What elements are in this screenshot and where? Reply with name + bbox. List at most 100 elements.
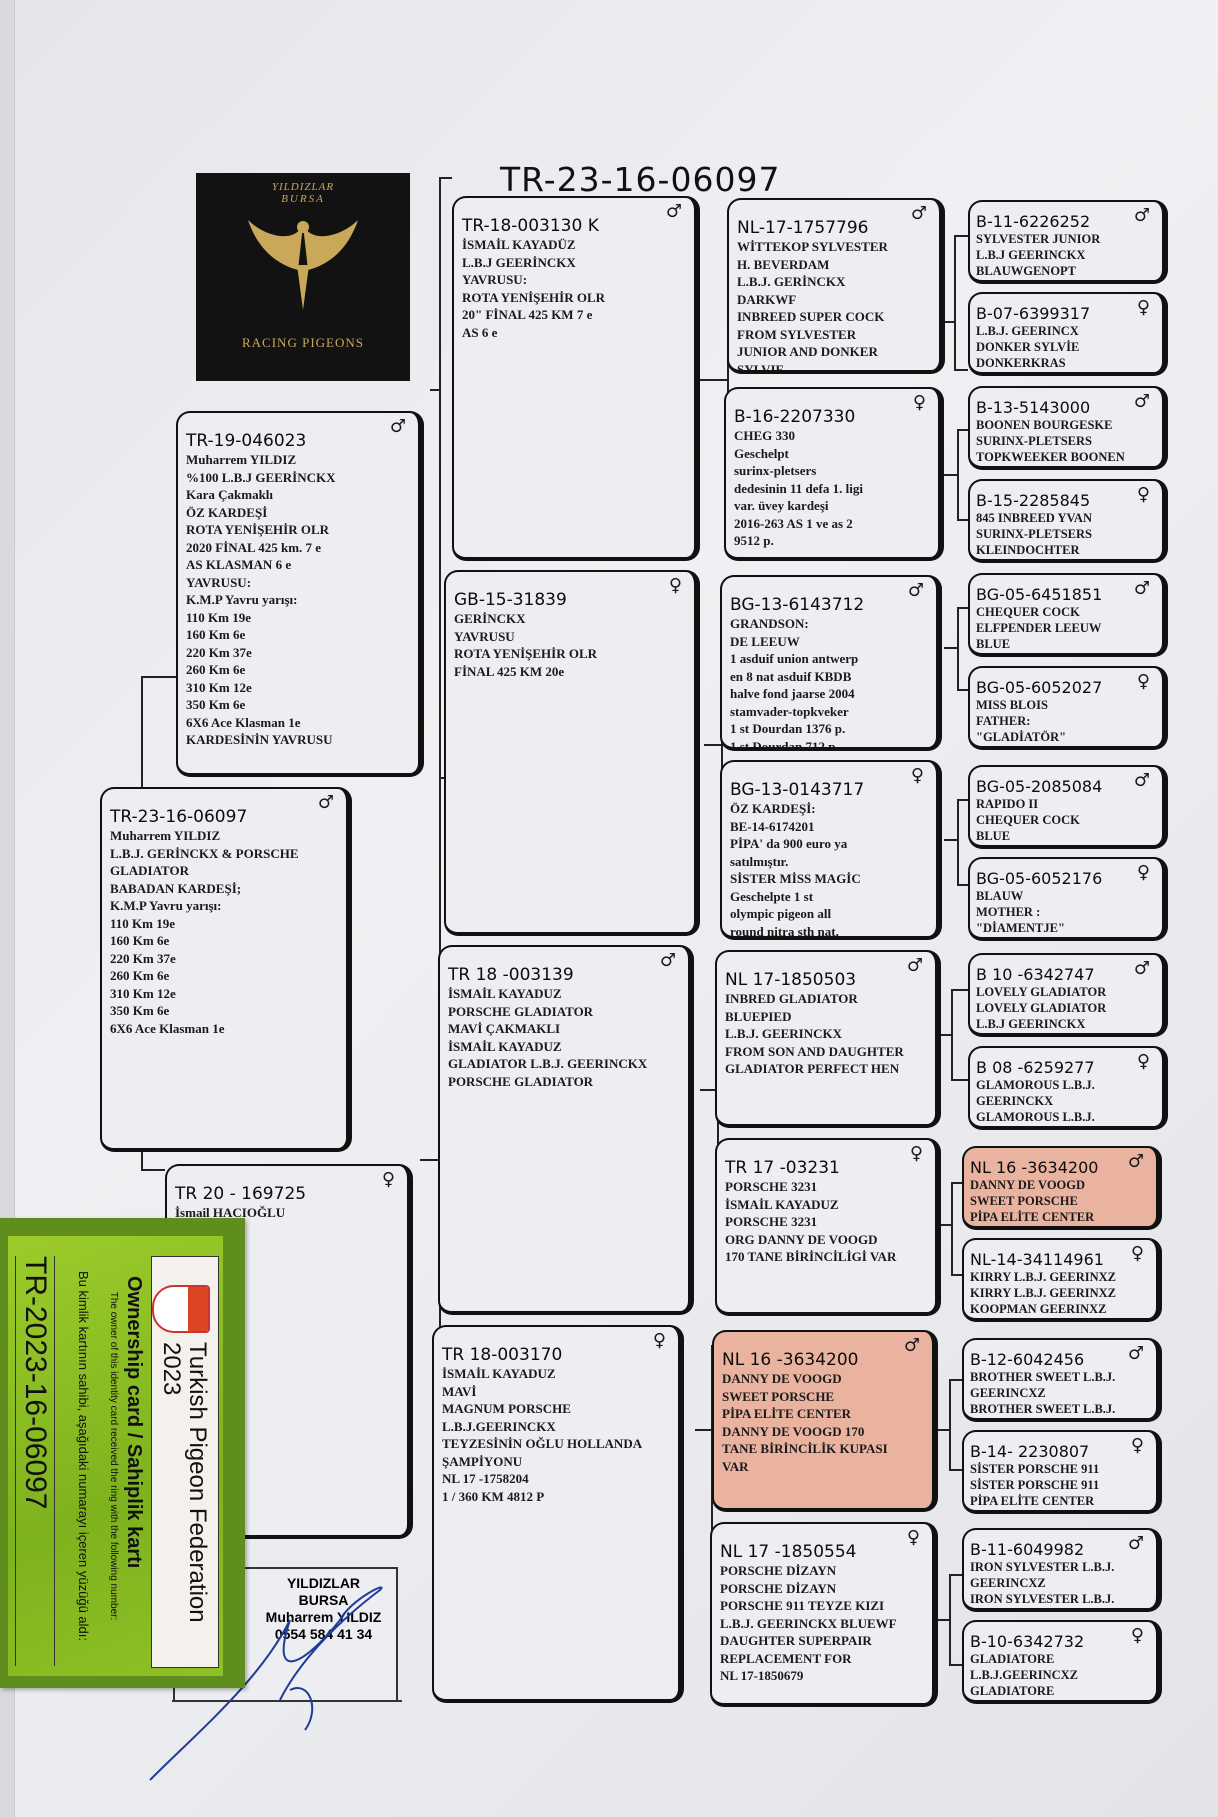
- pigeon-info-line: SİSTER PORSCHE 911: [970, 1478, 1100, 1492]
- ring-number: NL 16 -3634200: [970, 1158, 1099, 1177]
- ring-number: B-11-6226252: [976, 212, 1091, 231]
- pigeon-info-line: ÖZ KARDEŞİ: [186, 504, 268, 520]
- pigeon-info-line: DAUGHTER SUPERPAIR: [720, 1633, 872, 1648]
- female-symbol-icon: ♀: [1136, 1051, 1150, 1072]
- pigeon-info-line: SİSTER PORSCHE 911: [970, 1462, 1100, 1476]
- pigeon-info-line: VAR: [722, 1458, 749, 1474]
- pigeon-info-line: ORG DANNY DE VOOGD: [725, 1231, 878, 1247]
- pigeon-info-line: "DİAMENTJE": [976, 921, 1065, 935]
- male-symbol-icon: ♂: [1133, 578, 1150, 599]
- pigeon-info-line: İsmail HACIOĞLU: [175, 1205, 286, 1220]
- pigeon-info-line: 260 Km 6e: [110, 968, 170, 983]
- pigeon-info-line: ELFPENDER LEEUW: [976, 621, 1102, 635]
- pigeon-info-line: ROTA YENİŞEHİR OLR: [462, 289, 606, 305]
- ring-number: BG-05-6451851: [976, 585, 1103, 604]
- pigeon-info-line: KIRRY L.B.J. GEERINXZ: [970, 1270, 1116, 1284]
- female-symbol-icon: ♀: [906, 1527, 920, 1548]
- pigeon-info-line: 2020 FİNAL 425 km. 7 e: [186, 539, 322, 555]
- pigeon-info-line: dedesinin 11 defa 1. ligi: [734, 480, 863, 496]
- pigeon-info-line: ŞAMPİYONU: [442, 1453, 523, 1469]
- pigeon-info-line: GERİNCKX: [454, 611, 526, 626]
- pigeon-info-line: GEERINCXZ: [970, 1386, 1046, 1400]
- ring-number: B-10-6342732: [970, 1632, 1085, 1651]
- male-symbol-icon: ♂: [659, 950, 676, 971]
- pigeon-info-line: YAVRUSU:: [462, 272, 528, 287]
- pigeon-info-line: 6X6 Ace Klasman 1e: [110, 1020, 225, 1036]
- pigeon-info-line: BABADAN KARDEŞİ;: [110, 880, 242, 896]
- card-org: Turkish Pigeon Federation 2023: [158, 1342, 211, 1623]
- ring-number: B-13-5143000: [976, 398, 1091, 417]
- pigeon-info-line: DARKWF: [737, 291, 797, 307]
- pigeon-info-line: 110 Km 19e: [110, 915, 175, 931]
- pigeon-info-line: TANE BİRİNCİLİK KUPASI: [722, 1441, 888, 1456]
- logo-text-3: RACING PIGEONS: [242, 335, 364, 350]
- pigeon-info-line: TOPKWEEKER BOONEN: [976, 450, 1125, 464]
- female-symbol-icon: ♀: [381, 1169, 395, 1190]
- pigeon-info-line: İSMAİL KAYADUZ: [725, 1196, 839, 1212]
- pigeon-info-line: SURINX-PLETSERS: [976, 434, 1093, 448]
- pigeon-info-line: GLADIATOR L.B.J. GEERINCKX: [448, 1056, 648, 1071]
- pigeon-info-line: PORSCHE 911 TEYZE KIZI: [720, 1598, 885, 1613]
- ring-number: B 10 -6342747: [976, 965, 1095, 984]
- pigeon-info-line: satılmıştır.: [730, 853, 789, 869]
- card-ring-number: TR-2023-16-06097: [15, 1256, 55, 1666]
- card-note-en: The owner of this identity card received…: [108, 1291, 119, 1621]
- pigeon-info-line: K.M.P Yavru yarışı:: [110, 898, 222, 913]
- pigeon-info-line: en 8 nat asduif KBDB: [730, 668, 852, 684]
- pigeon-info-line: YAVRUSU:: [186, 574, 252, 590]
- pigeon-info-line: L.B.J. GEERINCKX BLUEWF: [720, 1615, 897, 1631]
- pigeon-info-line: LOVELY GLADIATOR: [976, 985, 1107, 999]
- pigeon-info-line: AS KLASMAN 6 e: [186, 557, 292, 572]
- female-symbol-icon: ♀: [1130, 1435, 1144, 1456]
- ring-number: TR 17 -03231: [725, 1158, 840, 1178]
- pigeon-info-line: SWEET PORSCHE: [722, 1388, 835, 1404]
- ring-number: B-14- 2230807: [970, 1442, 1090, 1461]
- pigeon-info-line: FROM SON AND DAUGHTER: [725, 1043, 904, 1059]
- pigeon-info-line: PİPA ELİTE CENTER: [970, 1210, 1095, 1224]
- ring-number: TR-18-003130 K: [462, 216, 599, 236]
- pigeon-info-line: 1 st Dourdan 1376 p.: [730, 721, 846, 736]
- pigeon-info-line: Geschelpte 1 st: [730, 888, 814, 904]
- pigeon-info-line: PORSCHE DİZAYN: [720, 1563, 837, 1578]
- pigeon-info-line: Geschelpt: [734, 445, 789, 461]
- pigeon-info-line: İSMAİL KAYADUZ: [442, 1366, 556, 1381]
- ring-number: NL 17 -1850554: [720, 1542, 857, 1562]
- pigeon-info-line: 160 Km 6e: [110, 933, 170, 948]
- male-symbol-icon: ♂: [1133, 391, 1150, 412]
- divider: [172, 1700, 402, 1702]
- pigeon-info-line: 20" FİNAL 425 KM 7 e: [462, 307, 593, 322]
- ring-number: TR 18-003170: [442, 1345, 563, 1365]
- pigeon-info-line: "GLADİATÖR": [976, 730, 1067, 744]
- pigeon-info-line: BE-14-6174201: [730, 818, 815, 834]
- pigeon-info-line: PORSCHE GLADIATOR: [448, 1073, 594, 1089]
- pigeon-info-line: NL 17 -1758204: [442, 1471, 529, 1486]
- ring-number: GB-15-31839: [454, 590, 567, 610]
- pigeon-info-line: FROM SYLVESTER: [737, 326, 857, 342]
- pigeon-info-line: LOVELY GLADIATOR: [976, 1001, 1107, 1015]
- pigeon-info-line: stamvader-topkveker: [730, 703, 849, 719]
- pigeon-info-line: 2016-263 AS 1 ve as 2: [734, 515, 853, 531]
- loft-logo: YILDIZLAR BURSA RACING PIGEONS: [196, 173, 410, 381]
- pigeon-info-line: SURINX-PLETSERS: [976, 527, 1093, 541]
- pigeon-info-line: 170 TANE BİRİNCİLİGİ VAR: [725, 1249, 897, 1264]
- pigeon-info-line: Kara Çakmaklı: [186, 487, 274, 502]
- pigeon-info-line: SYLVESTER JUNIOR: [976, 232, 1101, 246]
- pigeon-info-line: MOTHER :: [976, 905, 1041, 919]
- pigeon-info-line: Muharrem YILDIZ: [110, 828, 221, 843]
- pigeon-info-line: L.B.J GEERINCKX: [976, 1017, 1086, 1031]
- pigeon-info-line: MAVİ ÇAKMAKLI: [448, 1021, 561, 1036]
- ring-number: NL 17-1850503: [725, 970, 857, 990]
- pigeon-info-line: PİPA ELİTE CENTER: [722, 1406, 852, 1421]
